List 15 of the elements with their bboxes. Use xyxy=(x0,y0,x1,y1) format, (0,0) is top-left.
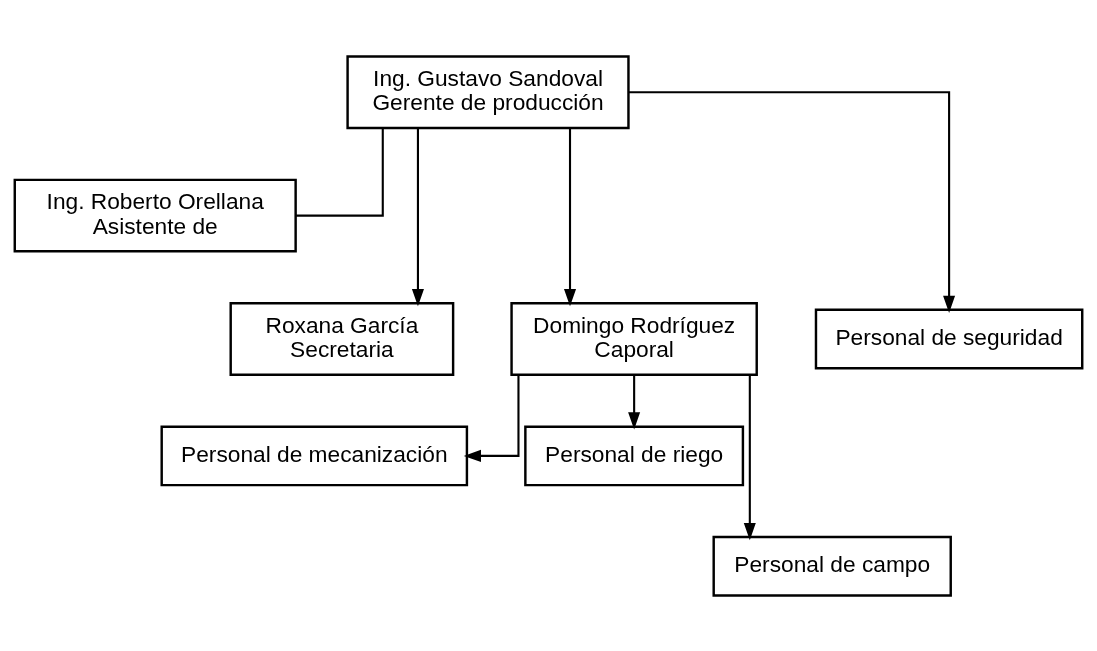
arrow xyxy=(628,90,956,313)
node-box: Ing. Roberto Orellana Asistente de xyxy=(13,178,297,253)
arrow xyxy=(564,127,577,306)
node-box: Personal de riego xyxy=(524,424,745,486)
connector xyxy=(296,128,384,217)
node-box: Personal de seguridad xyxy=(814,308,1084,369)
arrow xyxy=(743,374,756,540)
arrow xyxy=(411,127,424,306)
node-box: Roxana García Secretaria xyxy=(229,301,455,376)
node-box: Personal de campo xyxy=(712,535,952,597)
node-box: Personal de mecanización xyxy=(160,424,469,486)
arrow xyxy=(628,374,641,429)
node-box: Domingo Rodríguez Caporal xyxy=(510,301,758,376)
node-box: Ing. Gustavo Sandoval Gerente de producción xyxy=(346,54,630,129)
arrow xyxy=(463,374,520,462)
